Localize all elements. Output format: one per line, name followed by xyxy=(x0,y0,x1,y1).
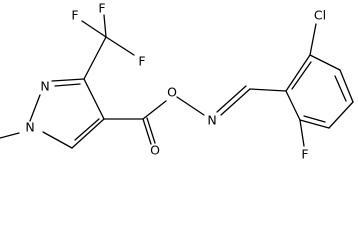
bond-ar-cl xyxy=(309,23,317,56)
bond-c5-c4-inner xyxy=(74,118,100,141)
bond-cf3-f-top xyxy=(103,14,107,38)
bond-n-ch-inner xyxy=(216,85,247,113)
chemical-structure: F F F N N O O N Cl F xyxy=(0,1,354,162)
bond-n-ch-double xyxy=(220,88,251,116)
bond-ar-c6-c1 xyxy=(285,90,301,121)
bond-c3-n2-double xyxy=(51,78,85,82)
bond-ar-c1-c2-inner xyxy=(291,61,312,90)
atom-labels: F F F N N O O N Cl F xyxy=(25,1,326,162)
atom-n-ring-upper: N xyxy=(40,79,49,94)
bond-ar-c5-c6-inner xyxy=(303,115,326,123)
bond-ar-c3-c4-inner xyxy=(334,75,347,102)
bond-n2-n1 xyxy=(29,94,41,122)
atom-f-left: F xyxy=(71,8,78,23)
bond-o-n-oxime xyxy=(176,96,205,116)
bond-ar-c3-c4 xyxy=(339,69,354,103)
bond-ar-f xyxy=(299,119,305,147)
bond-ch-aryl xyxy=(249,88,287,92)
atom-f-aryl: F xyxy=(301,147,308,162)
bond-carbonyl-o-single xyxy=(142,100,167,120)
atom-cl: Cl xyxy=(314,8,326,23)
atom-f-top: F xyxy=(98,1,105,16)
bond-c5-c4-double xyxy=(71,118,105,149)
bond-ar-c2-c3 xyxy=(309,54,341,71)
bond-n1-c5 xyxy=(42,131,73,149)
bond-n1-methyl xyxy=(0,132,20,139)
atom-o-carbonyl: O xyxy=(150,143,160,158)
bond-c4-c3 xyxy=(83,78,105,120)
bond-carbonyl-o-double-a xyxy=(142,118,152,145)
bond-cf3-f-right xyxy=(105,36,135,56)
bond-carbonyl-o-double-b xyxy=(146,117,156,144)
bond-cf3-f-left xyxy=(81,20,107,38)
bond-cf3-ring xyxy=(83,36,107,80)
atom-f-right: F xyxy=(138,54,145,69)
bond-ar-c1-c2 xyxy=(285,54,311,92)
bond-ar-c5-c6 xyxy=(299,119,330,129)
atom-n-oxime: N xyxy=(207,113,216,128)
bond-ar-c4-c5 xyxy=(328,101,354,129)
bond-c3-n2-inner xyxy=(54,83,81,87)
atom-n-ring-methyl: N xyxy=(25,120,34,135)
atom-o-ester: O xyxy=(167,85,177,100)
bonds xyxy=(0,14,354,149)
